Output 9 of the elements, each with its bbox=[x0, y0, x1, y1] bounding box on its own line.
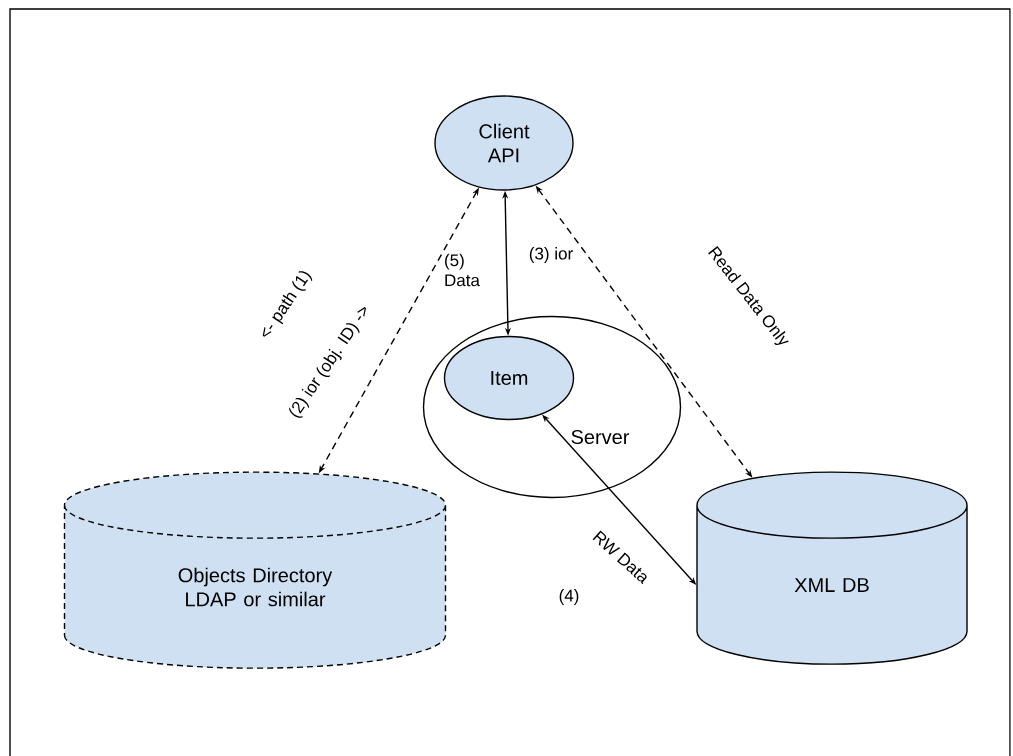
database-cylinder: XML DB bbox=[696, 471, 968, 665]
ellipse-node: Client API bbox=[434, 95, 574, 191]
note-label: (4) bbox=[559, 589, 579, 605]
frame-box bbox=[9, 8, 1011, 756]
edge-label: (3) ior bbox=[529, 247, 573, 263]
note-label: (2) ior (obj. ID) -> bbox=[289, 307, 366, 418]
ellipse-node: Item bbox=[443, 335, 575, 421]
database-cylinder: Objects Directory LDAP or similar bbox=[63, 471, 447, 669]
note-label: (5) Data bbox=[445, 253, 480, 287]
